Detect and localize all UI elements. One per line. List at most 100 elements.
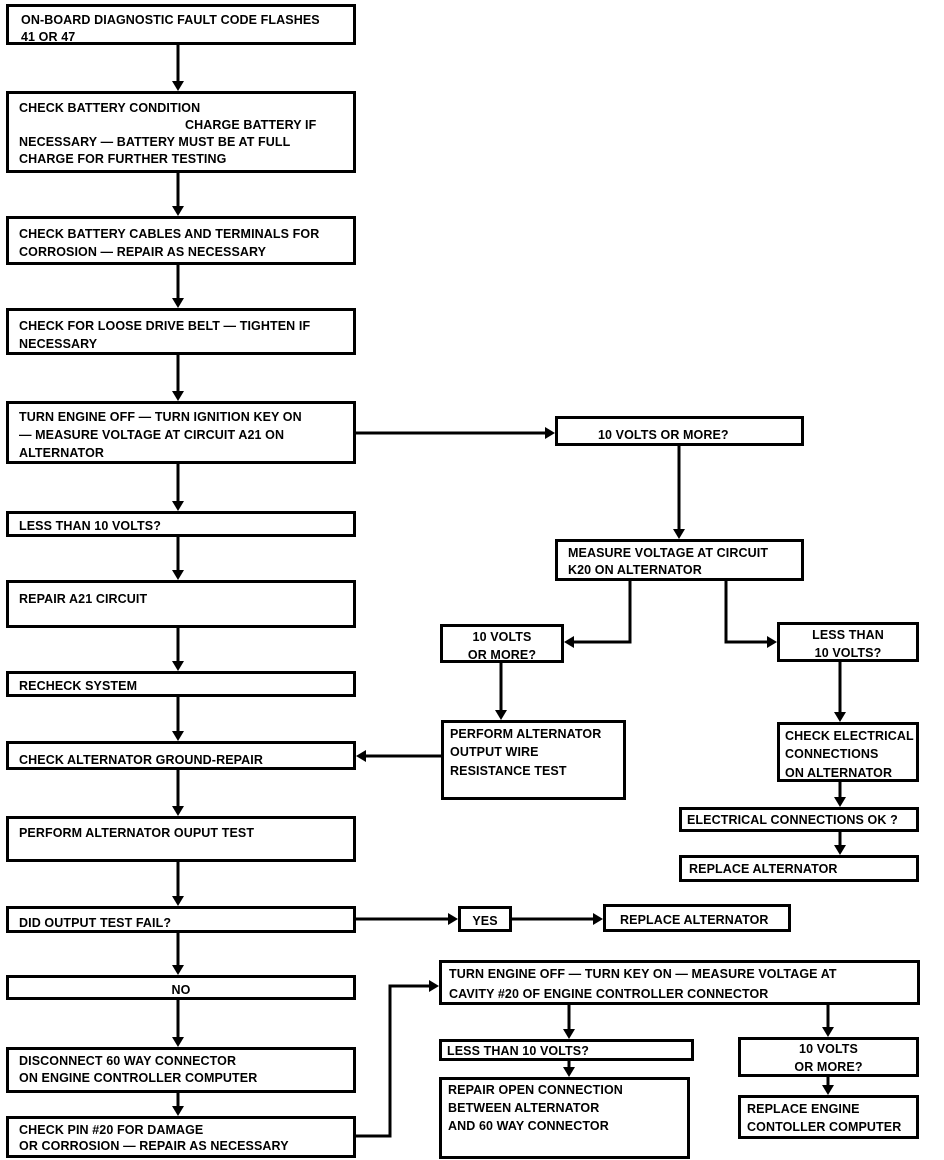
node-text-line: OR MORE?	[467, 648, 537, 662]
node-text-line: DISCONNECT 60 WAY CONNECTOR	[19, 1054, 237, 1068]
arrow-output-to-fail	[172, 862, 184, 906]
arrow-fail-to-yes	[356, 913, 458, 925]
node-measure-cavity: TURN ENGINE OFF — TURN KEY ON — MEASURE …	[439, 960, 920, 1005]
node-replace-alt-1: REPLACE ALTERNATOR	[679, 855, 919, 882]
arrowhead	[172, 206, 184, 216]
arrow-measure-to-less10	[172, 464, 184, 511]
arrowhead	[545, 427, 555, 439]
node-replace-alt-2: REPLACE ALTERNATOR	[603, 904, 791, 932]
arrowhead	[172, 965, 184, 975]
node-measure-a21: TURN ENGINE OFF — TURN IGNITION KEY ON — …	[6, 401, 356, 464]
node-text-line: REPAIR A21 CIRCUIT	[19, 592, 148, 606]
node-text-line: ON ENGINE CONTROLLER COMPUTER	[19, 1071, 258, 1085]
arrow-resistance-to-ground	[356, 750, 441, 762]
node-text-line: LESS THAN 10 VOLTS?	[19, 519, 161, 533]
arrow-no-to-disconnect	[172, 1000, 184, 1047]
node-text-line: 41 OR 47	[21, 30, 76, 44]
arrowhead	[593, 913, 603, 925]
node-measure-k20: MEASURE VOLTAGE AT CIRCUIT K20 ON ALTERNA…	[555, 539, 804, 581]
arrow-pin-to-cavity	[356, 980, 439, 1138]
node-text-line: CAVITY #20 OF ENGINE CONTROLLER CONNECTO…	[449, 987, 769, 1001]
arrowhead	[356, 750, 366, 762]
arrow-cavity-to-10ormore	[822, 1005, 834, 1037]
node-connections-ok: ELECTRICAL CONNECTIONS OK ?	[679, 807, 919, 832]
node-text-line: NO	[171, 983, 191, 997]
node-text-line: CHARGE FOR FURTHER TESTING	[19, 152, 227, 166]
arrow-cables-to-belt	[172, 265, 184, 308]
arrowhead	[172, 298, 184, 308]
node-text-line: DID OUTPUT TEST FAIL?	[19, 916, 172, 930]
node-text-line: MEASURE VOLTAGE AT CIRCUIT	[568, 546, 769, 560]
node-text-line: CHECK BATTERY CONDITION	[19, 101, 201, 115]
node-output-test: PERFORM ALTERNATOR OUPUT TEST	[6, 816, 356, 862]
node-recheck: RECHECK SYSTEM	[6, 671, 356, 697]
arrow-less10-to-repairopen	[563, 1061, 575, 1077]
node-repair-open: REPAIR OPEN CONNECTION BETWEEN ALTERNATOR…	[439, 1077, 690, 1159]
node-text-line: ALTERNATOR	[19, 446, 105, 460]
arrow-less10-to-repair	[172, 537, 184, 580]
node-text-line: RESISTANCE TEST	[450, 764, 567, 778]
node-did-fail: DID OUTPUT TEST FAIL?	[6, 906, 356, 933]
node-yes: YES	[458, 906, 512, 932]
arrow-less10-to-connections	[834, 662, 846, 722]
node-text-line: TURN ENGINE OFF — TURN IGNITION KEY ON	[19, 410, 302, 424]
node-text-line: CHARGE BATTERY IF	[185, 118, 317, 132]
node-text-line: OR CORROSION — REPAIR AS NECESSARY	[19, 1139, 289, 1153]
node-text-line: CHECK ALTERNATOR GROUND-REPAIR	[19, 753, 263, 767]
node-text-line: OR MORE?	[794, 1060, 863, 1074]
node-text-line: ELECTRICAL CONNECTIONS OK ?	[687, 813, 898, 827]
arrow-10ormore-to-replacecomputer	[822, 1077, 834, 1095]
node-text-line: NECESSARY — BATTERY MUST BE AT FULL	[19, 135, 291, 149]
node-text-line: AND 60 WAY CONNECTOR	[448, 1119, 609, 1133]
arrowhead	[767, 636, 777, 648]
arrowhead	[172, 1106, 184, 1116]
node-text-line: K20 ON ALTERNATOR	[568, 563, 702, 577]
arrow-ok-to-replace	[834, 832, 846, 855]
arrow-measure-to-10ormore	[356, 427, 555, 439]
arrowhead	[172, 391, 184, 401]
arrow-battery-to-cables	[172, 173, 184, 216]
node-text-line: OUTPUT WIRE	[450, 745, 539, 759]
node-ten-or-more-k20: 10 VOLTS OR MORE?	[440, 624, 564, 663]
arrow-cavity-to-less10	[563, 1005, 575, 1039]
arrowhead	[563, 1067, 575, 1077]
node-less-10-cavity: LESS THAN 10 VOLTS?	[439, 1039, 694, 1061]
node-text-line: CORROSION — REPAIR AS NECESSARY	[19, 245, 267, 259]
arrow-ground-to-output	[172, 770, 184, 816]
node-text-line: LESS THAN	[812, 628, 884, 642]
arrowhead	[448, 913, 458, 925]
node-text-line: 10 VOLTS OR MORE?	[598, 428, 729, 442]
node-text-line: — MEASURE VOLTAGE AT CIRCUIT A21 ON	[19, 428, 285, 442]
node-check-ground: CHECK ALTERNATOR GROUND-REPAIR	[6, 741, 356, 770]
arrowhead	[834, 797, 846, 807]
arrow-fail-to-no	[172, 933, 184, 975]
node-repair-a21: REPAIR A21 CIRCUIT	[6, 580, 356, 628]
node-text-line: CHECK ELECTRICAL	[785, 729, 914, 743]
arrow-k20-to-10ormore	[564, 581, 632, 648]
node-ten-or-more-a21: 10 VOLTS OR MORE?	[555, 416, 804, 446]
arrow-10ormore-to-resistance	[495, 663, 507, 720]
arrowhead	[822, 1027, 834, 1037]
arrowhead	[429, 980, 439, 992]
node-text-line: REPAIR OPEN CONNECTION	[448, 1083, 623, 1097]
node-text-line: 10 VOLTS	[472, 630, 532, 644]
node-disconnect: DISCONNECT 60 WAY CONNECTOR ON ENGINE CON…	[6, 1047, 356, 1093]
arrow-k20-to-less10	[724, 581, 777, 648]
node-text-line: REPLACE ALTERNATOR	[620, 913, 769, 927]
arrowhead	[172, 661, 184, 671]
node-text-line: ON ALTERNATOR	[785, 766, 893, 780]
node-less-10-a21: LESS THAN 10 VOLTS?	[6, 511, 356, 537]
arrowhead	[172, 896, 184, 906]
arrow-recheck-to-ground	[172, 697, 184, 741]
arrowhead	[172, 731, 184, 741]
node-text-line: REPLACE ENGINE	[747, 1102, 860, 1116]
arrowhead	[172, 81, 184, 91]
node-text-line: BETWEEN ALTERNATOR	[448, 1101, 600, 1115]
arrowhead	[822, 1085, 834, 1095]
